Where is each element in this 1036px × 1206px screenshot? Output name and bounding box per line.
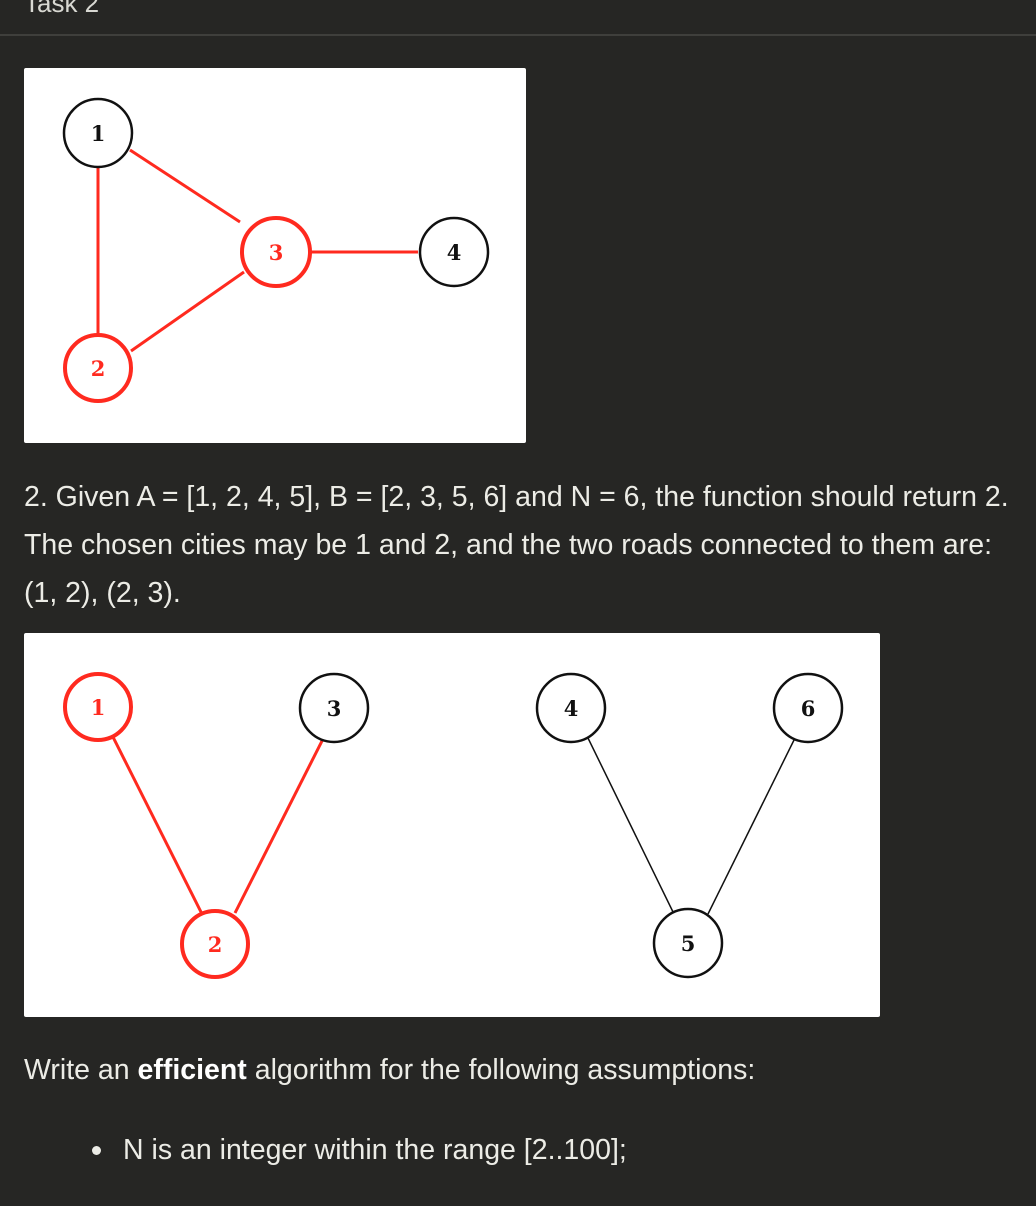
graph-node-4: 4: [418, 216, 490, 288]
node-label: 4: [447, 240, 462, 265]
assumptions-prefix: Write an: [24, 1054, 138, 1086]
graph-1-svg: 1 2 3 4: [62, 97, 490, 403]
graph-node-1: 1: [62, 97, 134, 169]
edge-2-3: [233, 736, 326, 914]
node-label: 1: [91, 695, 106, 720]
node-label: 2: [208, 932, 223, 957]
divider: [0, 34, 1036, 36]
list-item: N is an integer within the range [2..100…: [92, 1126, 627, 1174]
graph-2-svg: 1 2 3 4 5 6: [63, 672, 844, 979]
graph-node-2: 2: [180, 909, 250, 979]
graph-node-3: 3: [298, 672, 370, 744]
graph-figure-1: 1 2 3 4: [24, 68, 526, 443]
graph-node-1: 1: [63, 672, 133, 742]
edge-5-6: [707, 735, 797, 915]
edge-1-2: [110, 734, 204, 915]
assumptions-intro: Write an efficient algorithm for the fol…: [24, 1046, 755, 1094]
assumptions-list: N is an integer within the range [2..100…: [92, 1126, 627, 1174]
node-label: 2: [91, 356, 106, 381]
node-label: 3: [269, 240, 284, 265]
graph-node-2: 2: [63, 333, 133, 403]
node-label: 1: [91, 121, 106, 146]
node-label: 4: [564, 696, 579, 721]
graph-node-5: 5: [652, 907, 724, 979]
graph-node-6: 6: [772, 672, 844, 744]
edge-4-5: [586, 735, 675, 915]
bullet-icon: [92, 1145, 101, 1155]
node-label: 6: [801, 696, 816, 721]
assumptions-suffix: algorithm for the following assumptions:: [246, 1054, 756, 1086]
node-label: 3: [327, 696, 342, 721]
graph-node-3: 3: [240, 216, 312, 288]
task-title: Task 2: [24, 0, 100, 18]
assumptions-bold: efficient: [137, 1054, 247, 1086]
edge-1-3: [129, 148, 241, 224]
edge-2-3: [130, 270, 245, 353]
list-item-text: N is an integer within the range [2..100…: [123, 1134, 627, 1166]
graph-figure-2: 1 2 3 4 5 6: [24, 633, 880, 1017]
graph-node-4: 4: [535, 672, 607, 744]
example-paragraph: 2. Given A = [1, 2, 4, 5], B = [2, 3, 5,…: [24, 481, 1009, 609]
node-label: 5: [681, 931, 696, 956]
